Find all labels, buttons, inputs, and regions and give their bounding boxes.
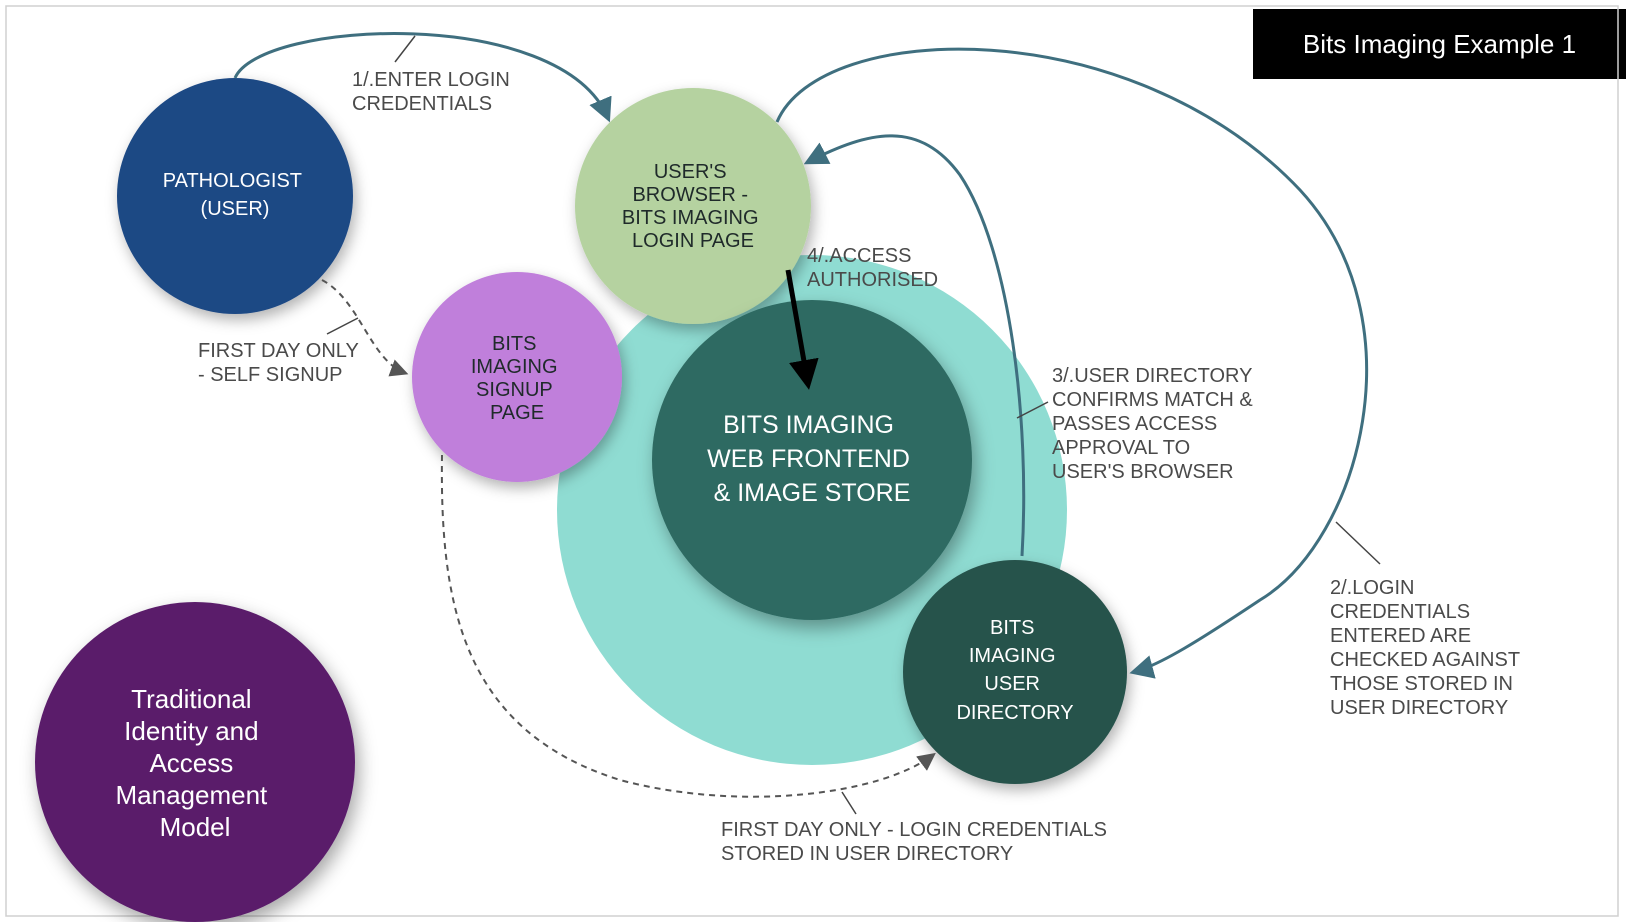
- diagram-title: Bits Imaging Example 1: [1253, 9, 1626, 79]
- arrow-directory-confirms: [803, 134, 1026, 557]
- arrow-credentials-stored: [440, 454, 936, 798]
- signup-node: [412, 272, 622, 482]
- callout-login-checked: [1335, 521, 1381, 565]
- browser-node: [575, 88, 811, 324]
- browser-label: USER'S BROWSER - BITS IMAGING LOGIN PAGE: [622, 161, 764, 252]
- signup-label: BITS IMAGING SIGNUP PAGE: [471, 333, 563, 424]
- pathologist-node: [117, 78, 353, 314]
- callout-directory-confirms: [1016, 401, 1049, 419]
- arrow-self-signup: [321, 279, 409, 377]
- arrow-login-checked: [775, 47, 1369, 679]
- enter-login-label: 1/.ENTER LOGIN CREDENTIALS: [352, 69, 515, 115]
- model-node: [35, 602, 355, 922]
- callout-self-signup: [326, 317, 359, 335]
- frontend-label: BITS IMAGING WEB FRONTEND & IMAGE STORE: [707, 411, 917, 507]
- access-authorised-label: 4/.ACCESS AUTHORISED: [807, 245, 938, 291]
- directory-label: BITS IMAGING USER DIRECTORY: [956, 617, 1073, 724]
- model-label: Traditional Identity and Access Manageme…: [116, 684, 275, 842]
- directory-node: [903, 560, 1127, 784]
- callout-credentials-stored: [841, 791, 857, 815]
- directory-confirms-label: 3/.USER DIRECTORY CONFIRMS MATCH & PASSE…: [1052, 365, 1258, 483]
- first-day-stored-label: FIRST DAY ONLY - LOGIN CREDENTIALS STORE…: [721, 819, 1113, 865]
- callout-enter-login: [394, 35, 416, 63]
- arrow-access-authorised: [785, 269, 819, 390]
- diagram-frame: [5, 5, 1619, 917]
- frontend-node: [652, 300, 972, 620]
- login-checked-label: 2/.LOGIN CREDENTIALS ENTERED ARE CHECKED…: [1330, 577, 1525, 719]
- arrow-enter-login: [233, 32, 612, 123]
- pathologist-label: PATHOLOGIST (USER): [163, 170, 307, 220]
- first-day-signup-label: FIRST DAY ONLY - SELF SIGNUP: [198, 340, 364, 386]
